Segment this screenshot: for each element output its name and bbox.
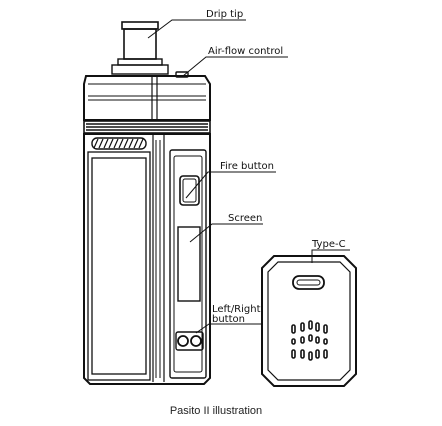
- label-button: button: [212, 314, 245, 325]
- device-body: [83, 133, 211, 385]
- left-right-button: [175, 331, 204, 351]
- bottom-vents: [291, 320, 328, 361]
- vent-band: [83, 120, 211, 150]
- label-type-c: Type-C: [311, 239, 346, 250]
- label-left-right: Left/Right: [212, 304, 261, 315]
- drip-tip: [111, 21, 169, 75]
- type-c-port: [292, 275, 325, 290]
- fire-button: [179, 175, 200, 206]
- bottom-view: [261, 255, 357, 387]
- display-screen: [177, 226, 201, 302]
- label-air-flow-control: Air-flow control: [208, 46, 283, 57]
- label-drip-tip: Drip tip: [206, 9, 243, 20]
- label-screen: Screen: [228, 213, 262, 224]
- caption: Pasito II illustration: [170, 405, 262, 417]
- label-fire-button: Fire button: [220, 161, 274, 172]
- leader-lines: [147, 19, 350, 334]
- air-flow-control: [175, 71, 189, 78]
